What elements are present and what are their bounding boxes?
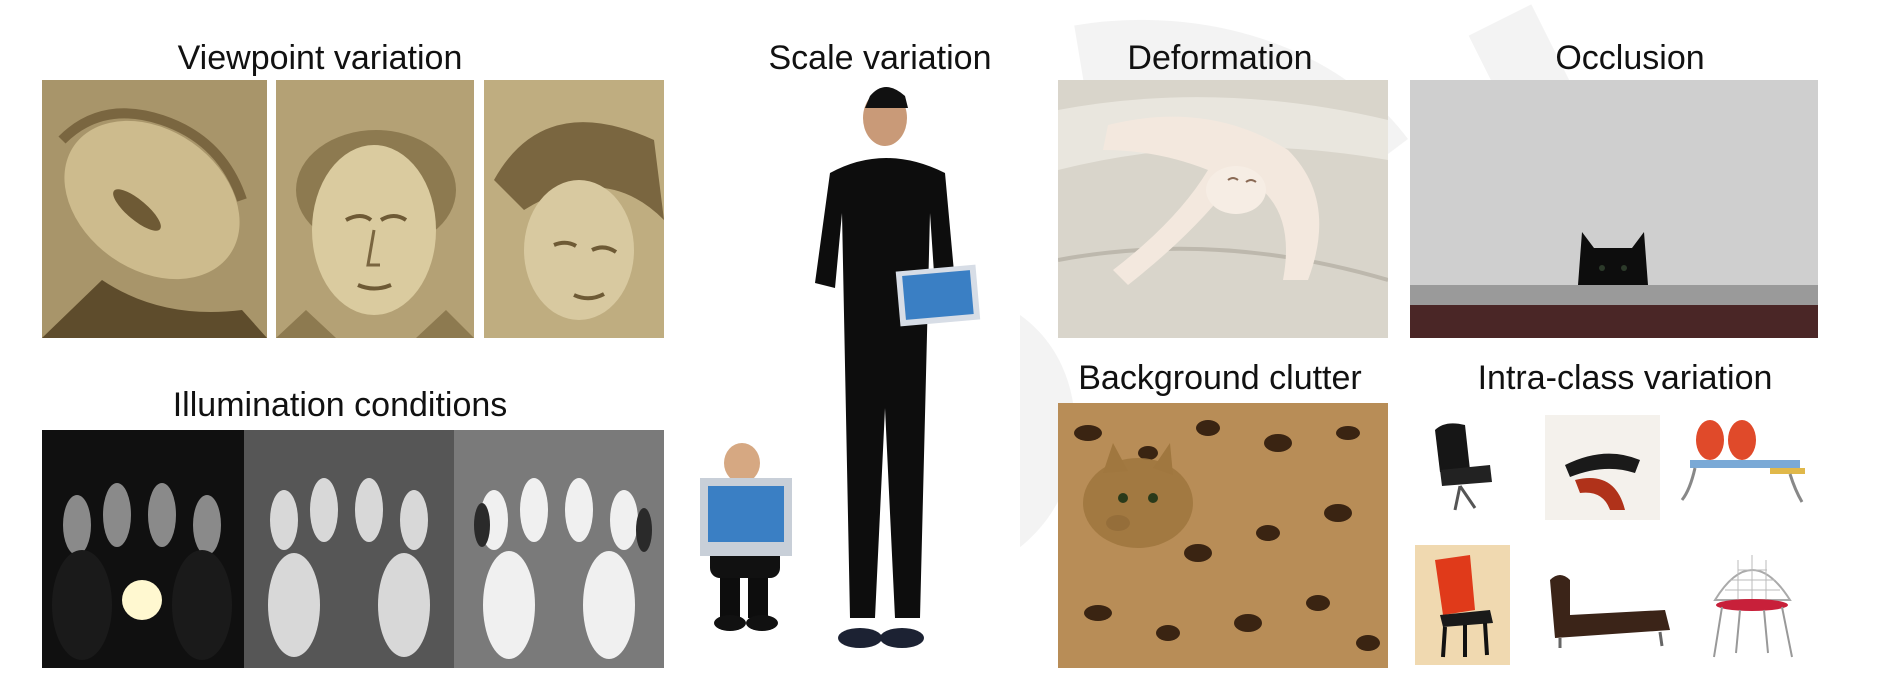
chair-image-3 xyxy=(1670,410,1815,515)
deformation-label: Deformation xyxy=(1127,39,1313,77)
chair-image-5 xyxy=(1540,560,1675,655)
viewpoint-image-2 xyxy=(276,80,474,338)
chair-image-1 xyxy=(1410,410,1510,520)
chair-image-6 xyxy=(1700,545,1805,665)
viewpoint-variation-label: Viewpoint variation xyxy=(177,39,463,77)
intra-class-variation-label: Intra-class variation xyxy=(1477,359,1773,397)
background-clutter-image xyxy=(1058,403,1388,668)
illumination-image-dark xyxy=(42,430,244,668)
chair-image-4 xyxy=(1415,545,1510,665)
background-clutter-label: Background clutter xyxy=(1078,359,1362,397)
illumination-image-bright xyxy=(454,430,664,668)
occlusion-image xyxy=(1410,80,1818,338)
scale-variation-label: Scale variation xyxy=(768,39,992,77)
viewpoint-image-1 xyxy=(42,80,267,338)
scale-variation-image xyxy=(680,78,1020,668)
deformation-image xyxy=(1058,80,1388,338)
illumination-image-medium xyxy=(244,430,454,668)
occlusion-label: Occlusion xyxy=(1555,39,1705,77)
illumination-conditions-label: Illumination conditions xyxy=(172,386,508,424)
viewpoint-image-3 xyxy=(484,80,664,338)
chair-image-2 xyxy=(1545,415,1660,520)
